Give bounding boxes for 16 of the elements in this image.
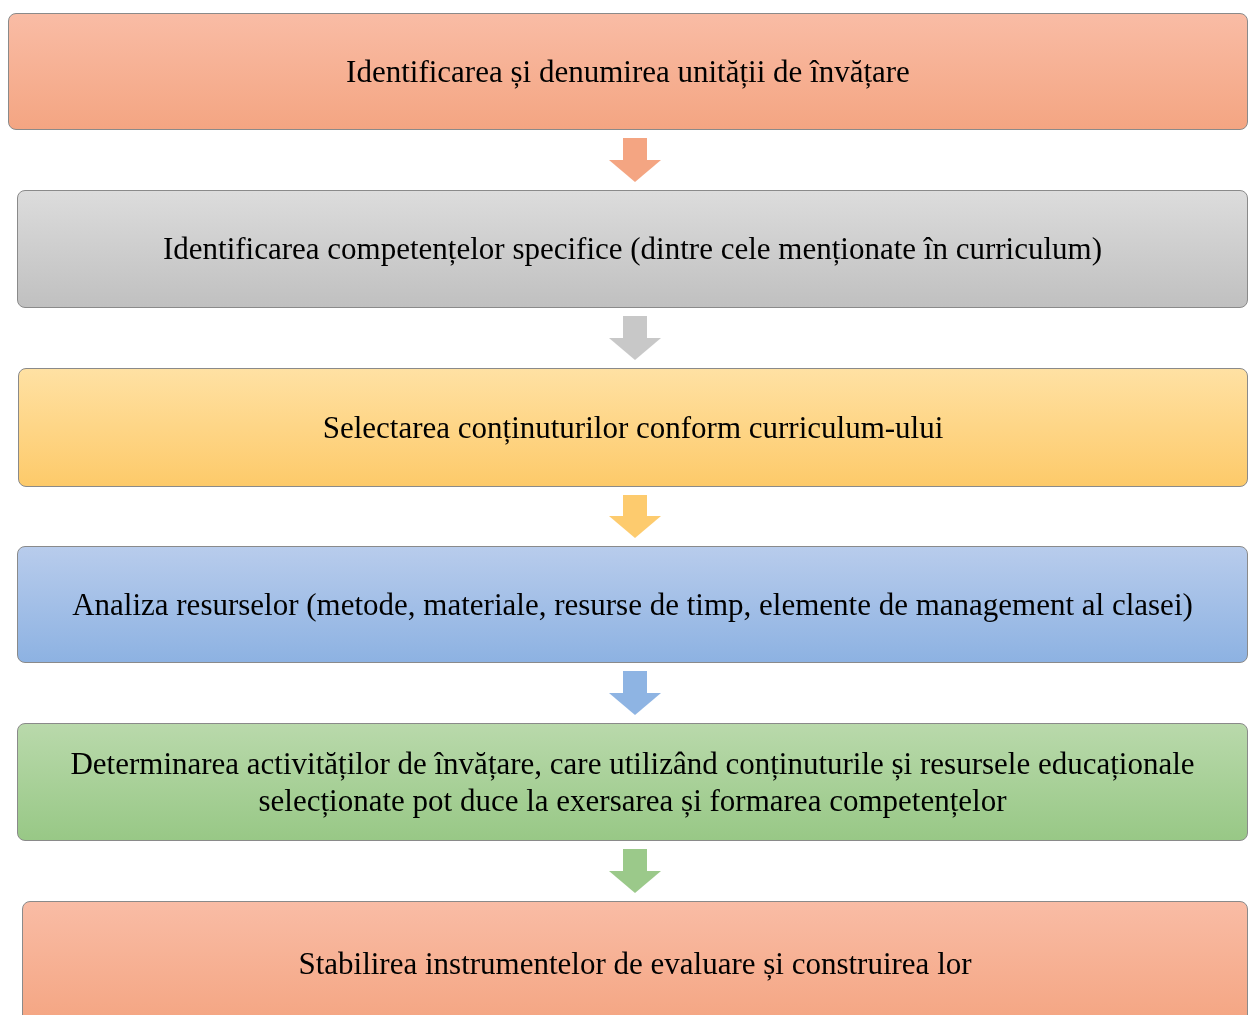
arrow (609, 138, 661, 182)
box-text: Selectarea conținuturilor conform curriculum-ului (322, 408, 944, 447)
process-box (17, 190, 1248, 308)
box-text: Identificarea competențelor specifice (dintre cele menționate în curriculum) (163, 230, 1102, 268)
arrow (609, 495, 661, 538)
process-box (17, 723, 1248, 841)
box-text: Stabilirea instrumentelor de evaluare și construirea lor (298, 944, 972, 983)
box-text: Analiza resurselor (metode, materiale, resurse de timp, elemente de management al clasei) (72, 585, 1193, 624)
arrow (609, 316, 661, 360)
process-box (17, 546, 1248, 663)
arrow (609, 671, 661, 715)
box-text: Identificarea și denumirea unității de învățare (346, 52, 910, 91)
process-box (22, 901, 1248, 1015)
box-text: Determinarea activităților de învățare, care utilizând conținuturile și resursele educaționale selecționate pot duce la exersarea și formarea competențelor (69, 744, 1196, 820)
process-box (8, 13, 1248, 130)
process-box (18, 368, 1248, 487)
